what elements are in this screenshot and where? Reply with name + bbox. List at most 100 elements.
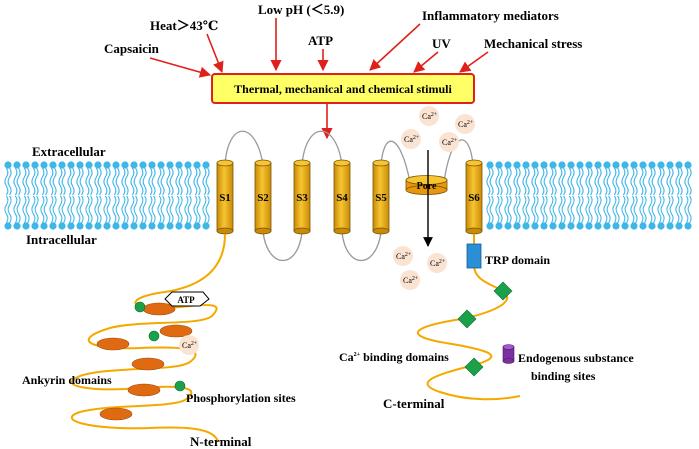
uv-label: UV — [432, 36, 451, 51]
ankyrin-domain — [96, 337, 130, 351]
loop-s4-s5 — [341, 231, 382, 261]
lipid-molecule — [558, 161, 566, 196]
stimuli-box — [211, 73, 475, 104]
atp-site-label: ATP — [177, 295, 195, 305]
lipid-molecule — [576, 195, 584, 230]
lipid-molecule — [184, 161, 192, 196]
segment-label-s4: S4 — [336, 192, 348, 204]
lipid-molecule — [549, 161, 557, 196]
lipid-molecule — [67, 161, 75, 196]
lipid-molecule — [486, 195, 494, 230]
ca-binding-domains-label: Ca2+ binding domains — [339, 350, 449, 364]
lipid-molecule — [666, 161, 674, 196]
lipid-molecule — [112, 195, 120, 230]
lipid-molecule — [49, 161, 57, 196]
lipid-molecule — [58, 195, 66, 230]
calcium-ion-n-terminal: Ca2+ — [179, 335, 199, 355]
lipid-molecule — [13, 161, 21, 196]
lipid-molecule — [166, 195, 174, 230]
phosphorylation-sites-label: Phosphorylation sites — [186, 391, 296, 405]
lipid-molecule — [139, 161, 147, 196]
lipid-molecule — [495, 161, 503, 196]
lipid-molecule — [621, 195, 629, 230]
capsaicin-arrow — [149, 57, 212, 78]
calcium-ion-label: Ca2+ — [396, 252, 412, 261]
n-terminal-chain — [70, 233, 226, 443]
segment-s4: S4 — [333, 159, 351, 235]
lipid-molecule — [594, 195, 602, 230]
lipid-molecule — [184, 195, 192, 230]
lipid-molecule — [531, 195, 539, 230]
calcium-ion: Ca2+ — [419, 106, 439, 126]
calcium-ions: Ca2+Ca2+Ca2+Ca2+Ca2+Ca2+Ca2+ — [393, 106, 475, 290]
trp-domain-label: TRP domain — [485, 253, 550, 267]
segment-s6: S6 — [465, 159, 483, 235]
lipid-molecule — [121, 161, 129, 196]
loop-s5-pore — [380, 140, 411, 183]
lipid-molecule — [130, 161, 138, 196]
lipid-molecule — [76, 195, 84, 230]
ankyrin-domain — [159, 324, 193, 338]
lipid-molecule — [621, 161, 629, 196]
lipid-molecule — [684, 161, 692, 196]
calcium-ion-label: Ca2+ — [403, 276, 419, 285]
lipid-molecule — [630, 161, 638, 196]
lipid-molecule — [148, 195, 156, 230]
lipid-molecule — [166, 161, 174, 196]
segment-s2: S2 — [254, 159, 272, 235]
lipid-molecule — [639, 195, 647, 230]
phosphorylation-sites — [134, 301, 186, 392]
atp-stimulus-label: ATP — [308, 33, 333, 48]
lipid-molecule — [67, 195, 75, 230]
lipid-molecule — [639, 161, 647, 196]
lipid-molecule — [513, 161, 521, 196]
lipid-molecule — [504, 161, 512, 196]
lipid-molecule — [540, 161, 548, 196]
lipid-molecule — [85, 161, 93, 196]
extracellular-label: Extracellular — [32, 144, 106, 159]
lipid-molecule — [130, 195, 138, 230]
calcium-ion: Ca2+ — [401, 129, 421, 149]
segment-s1: S1 — [216, 159, 234, 235]
c-terminal-label: C-terminal — [383, 396, 445, 411]
lipid-molecule — [612, 195, 620, 230]
loop-pore-s6 — [443, 139, 474, 183]
phosphorylation-site — [174, 380, 186, 392]
lipid-molecule — [175, 195, 183, 230]
lipid-molecule — [40, 161, 48, 196]
calcium-ion-label: Ca2+ — [458, 120, 474, 129]
lipid-molecule — [648, 161, 656, 196]
lipid-molecule — [531, 161, 539, 196]
segment-label-s6: S6 — [468, 192, 480, 204]
n-terminal-label: N-terminal — [190, 434, 252, 449]
lipid-molecule — [22, 161, 30, 196]
ca-binding-domain — [457, 309, 477, 329]
ca-binding-domain — [493, 281, 513, 301]
mechanical-arrow — [459, 51, 489, 73]
lipid-molecule — [193, 195, 201, 230]
lipid-molecule — [576, 161, 584, 196]
lipid-molecule — [76, 161, 84, 196]
pore-label: Pore — [417, 181, 437, 192]
lipid-molecule — [4, 195, 12, 230]
loop-s1-s2 — [224, 130, 264, 166]
lipid-molecule — [504, 195, 512, 230]
lipid-molecule — [666, 195, 674, 230]
segment-label-s3: S3 — [296, 192, 308, 204]
mechanical-stress-label: Mechanical stress — [484, 36, 582, 51]
lipid-bilayer-left — [4, 161, 210, 230]
lipid-molecule — [112, 161, 120, 196]
calcium-ion-label: Ca2+ — [442, 138, 458, 147]
ankyrin-domains-label: Ankyrin domains — [22, 373, 112, 387]
endogenous-label-line2: binding sites — [531, 369, 596, 383]
loop-s2-s3 — [262, 231, 303, 261]
lipid-molecule — [157, 195, 165, 230]
lipid-molecule — [513, 195, 521, 230]
endogenous-label-line1: Endogenous substance — [518, 351, 634, 365]
lipid-molecule — [603, 195, 611, 230]
segment-label-s2: S2 — [257, 192, 269, 204]
atp-binding-site — [164, 291, 210, 307]
lipid-molecule — [4, 161, 12, 196]
